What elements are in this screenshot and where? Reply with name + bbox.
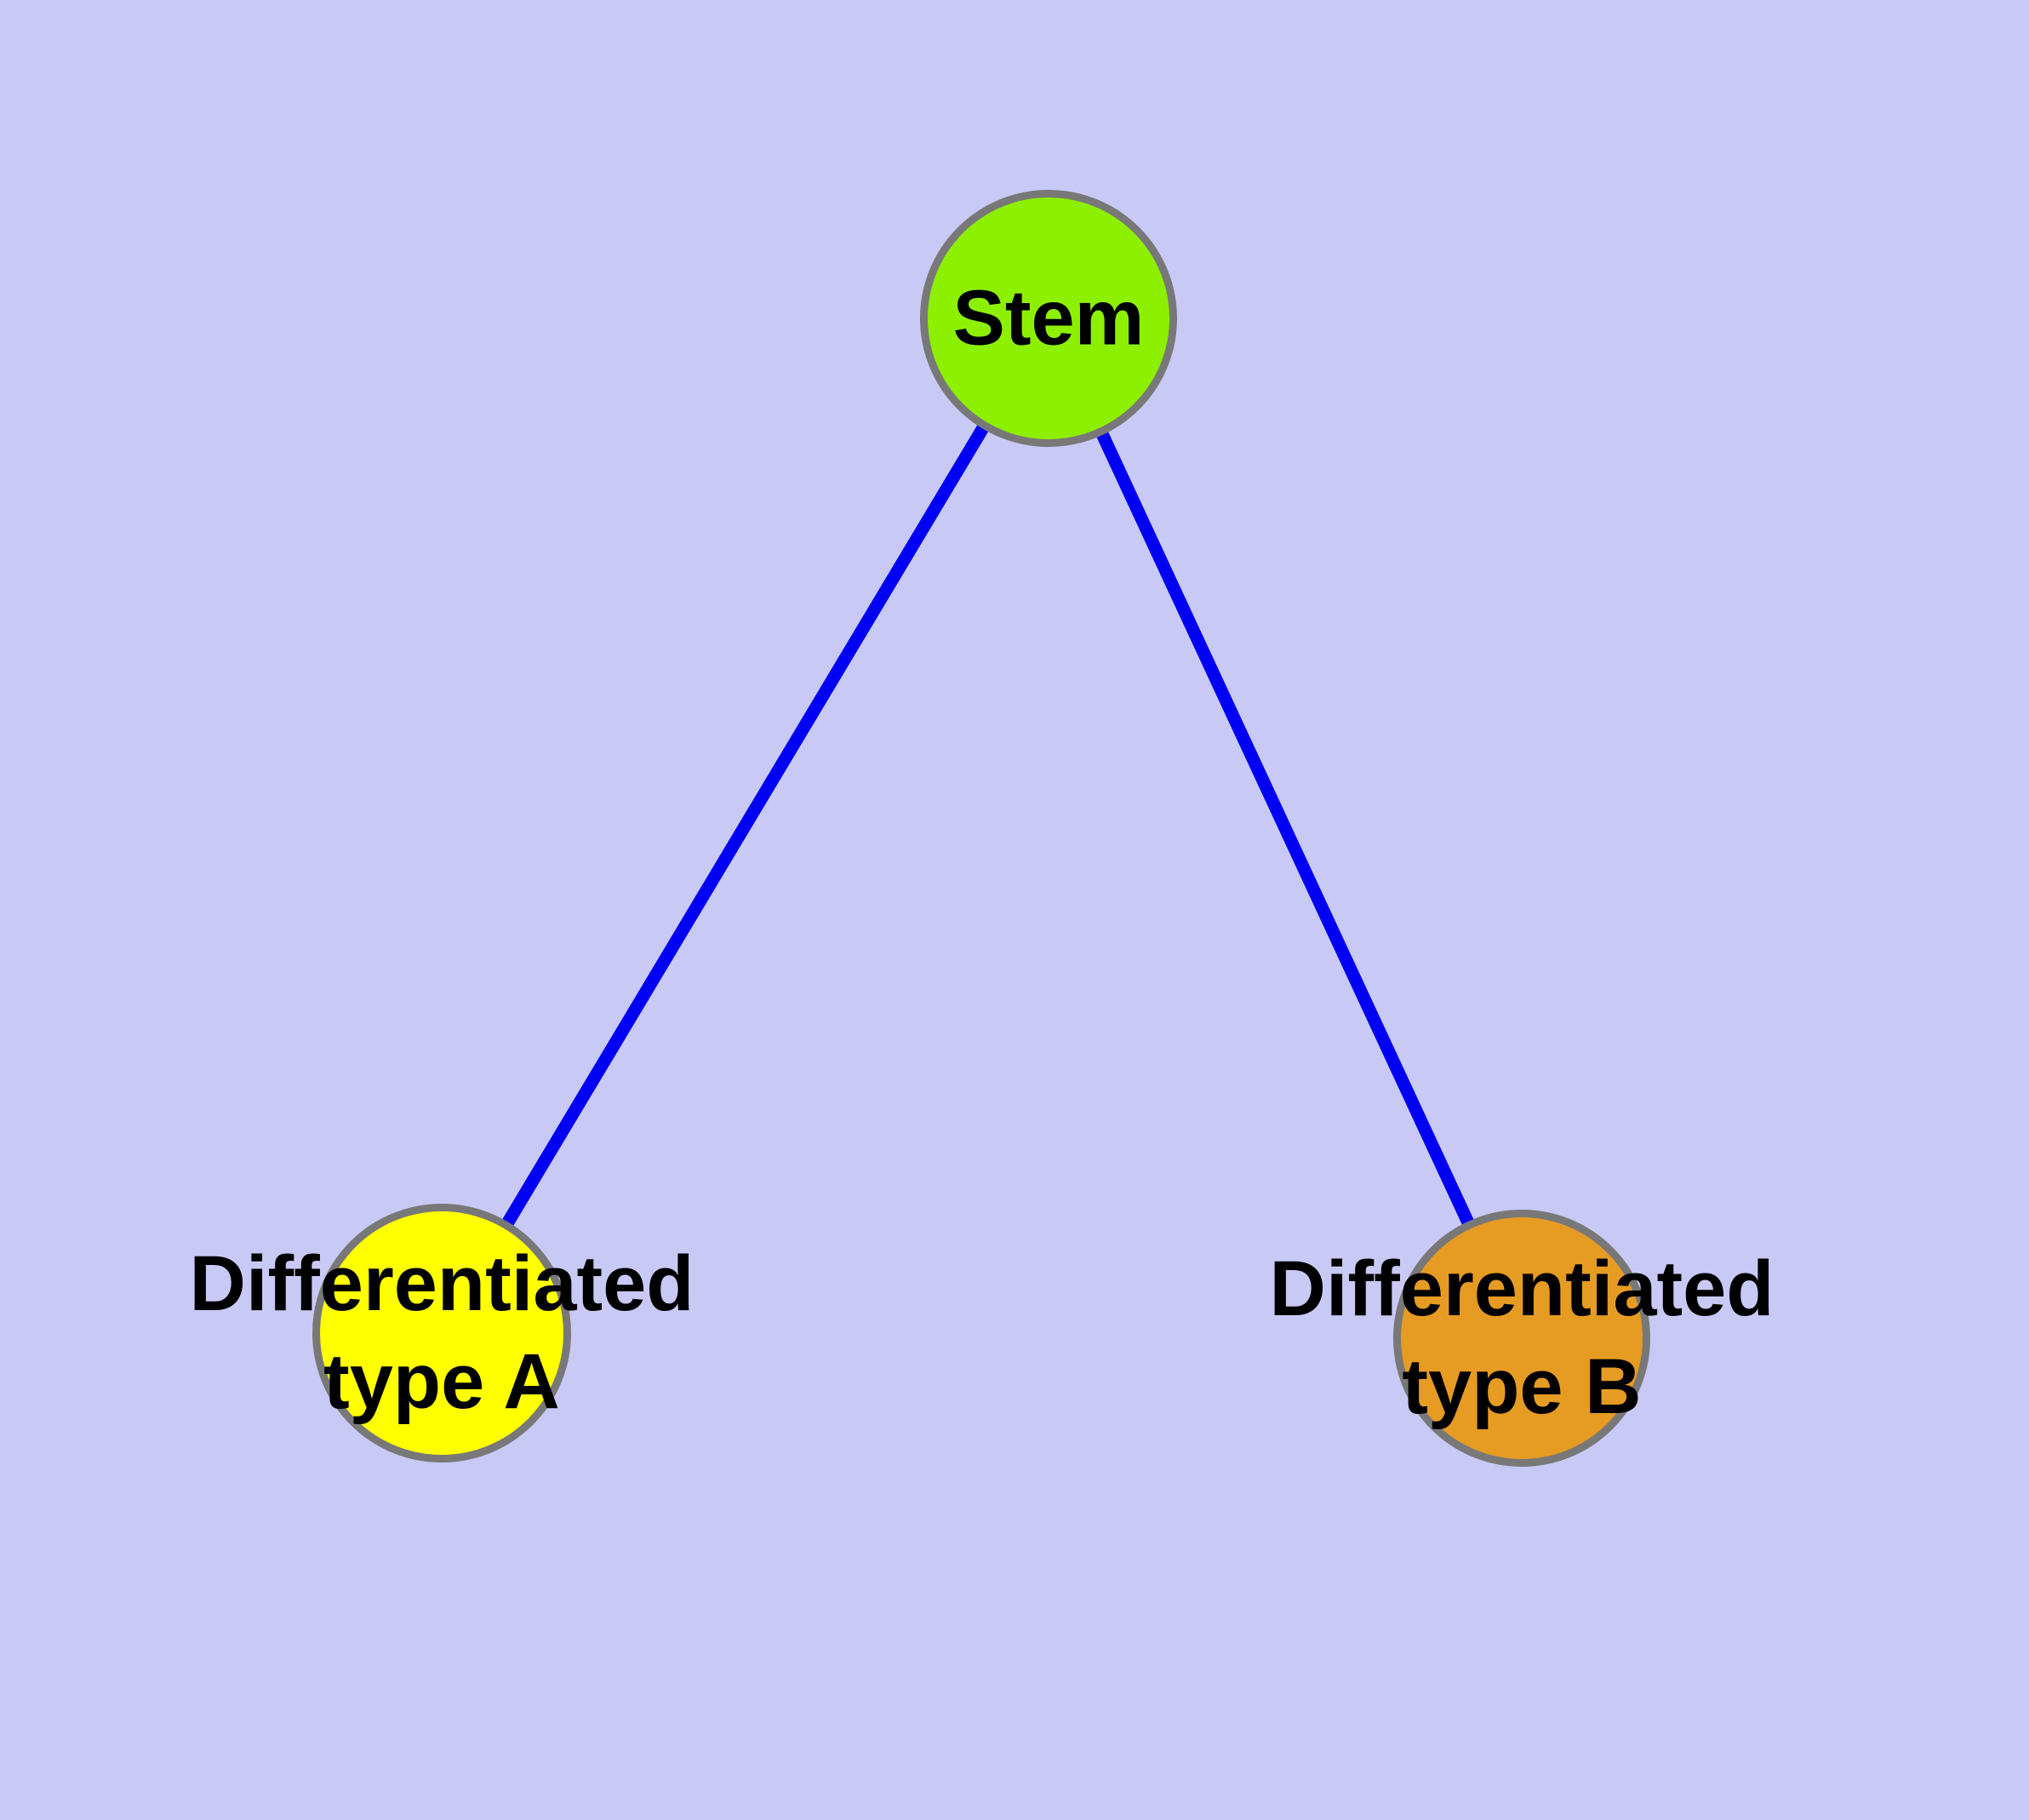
node-differentiated-type-b[interactable]: Differentiated type B [1270,1210,1774,1467]
node-stem-label: Stem [952,274,1145,362]
node-differentiated-type-b-label-line2: type B [1402,1343,1642,1430]
edge-stem-to-typeB[interactable] [1043,315,1528,1342]
node-differentiated-type-a[interactable]: Differentiated type A [190,1204,694,1462]
node-differentiated-type-b-label: Differentiated type B [1270,1240,1775,1436]
node-differentiated-type-a-label: Differentiated type A [190,1235,694,1431]
node-differentiated-type-a-label-line1: Differentiated [189,1240,694,1327]
node-differentiated-type-a-label-line2: type A [323,1338,560,1425]
node-stem[interactable]: Stem [920,190,1177,447]
node-differentiated-type-b-label-line1: Differentiated [1269,1245,1775,1332]
edge-stem-to-typeA[interactable] [436,315,1055,1336]
